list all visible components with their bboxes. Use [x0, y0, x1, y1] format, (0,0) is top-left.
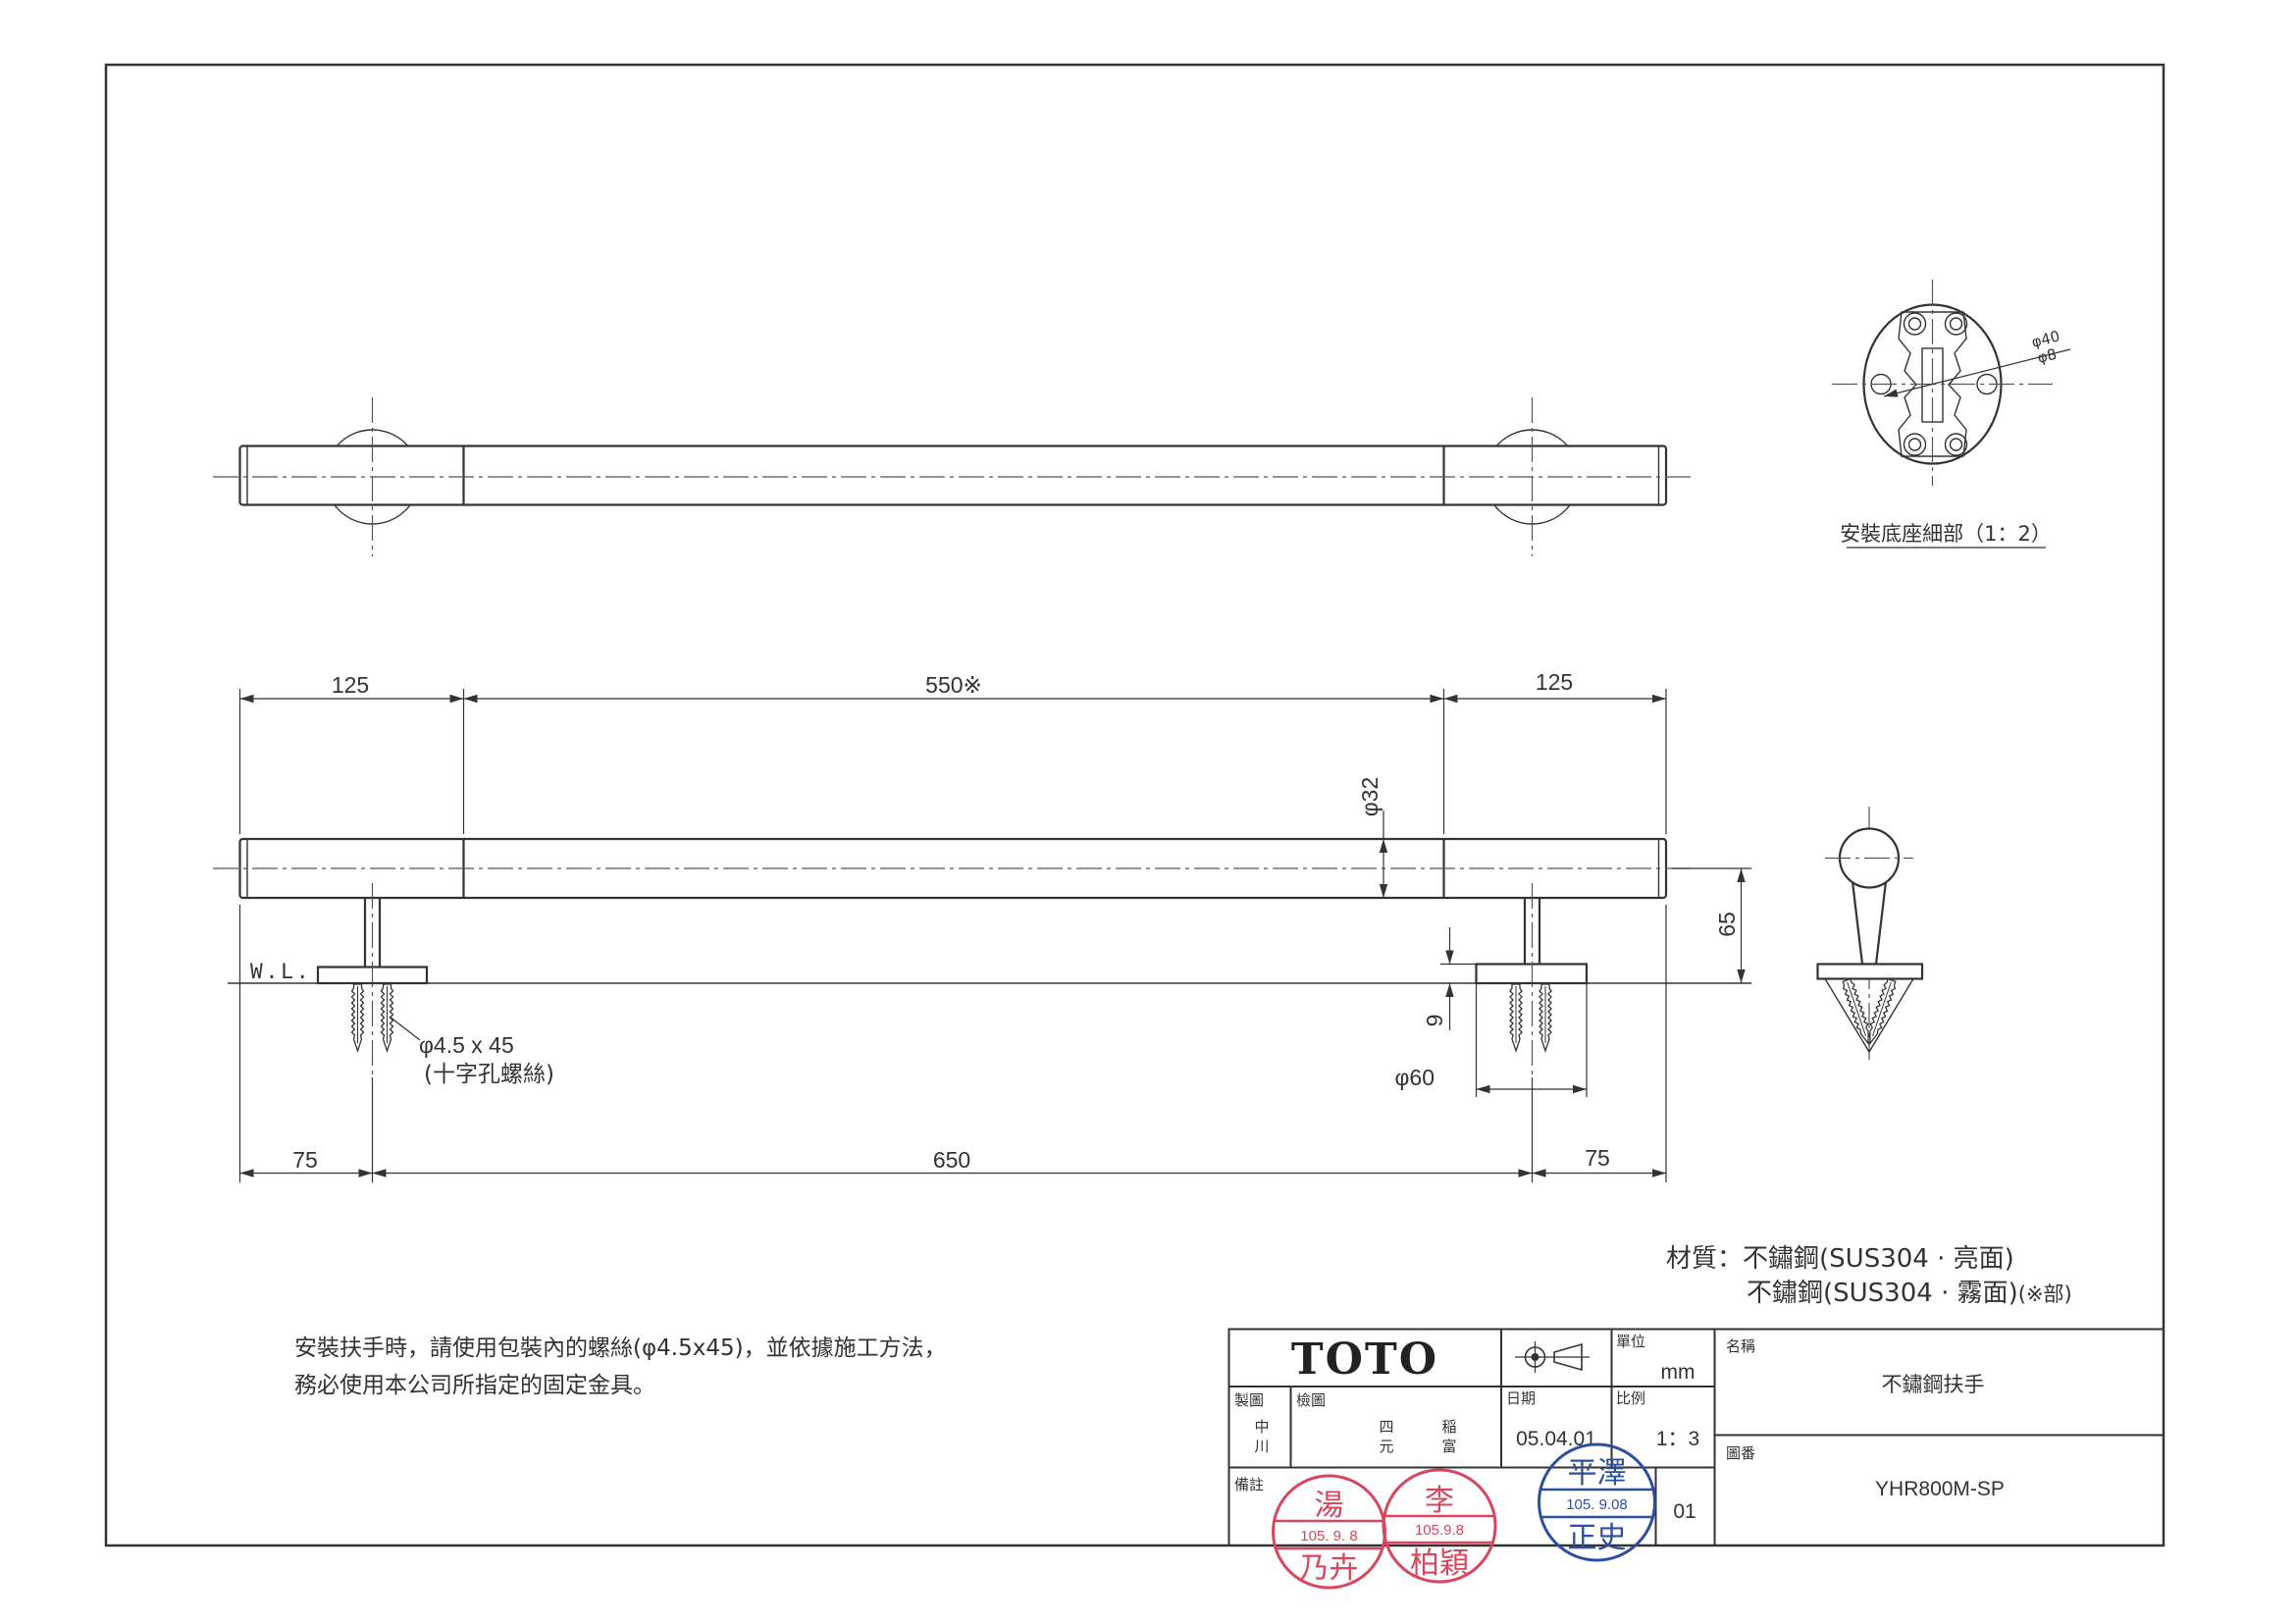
dim-bottom-left: 75 [292, 1147, 318, 1173]
front-view: W.L. 125 550※ 125 φ32 65 9 φ60 φ4.5 x 45 [213, 669, 1751, 1182]
projection-symbol-icon [1515, 1341, 1590, 1373]
diameter-leader [1883, 348, 2071, 397]
stamp-given-name: 柏穎 [1410, 1546, 1469, 1581]
approval-stamp-3: 平澤 105. 9.08 正史 [1538, 1442, 1656, 1562]
dim-bottom-middle: 650 [933, 1147, 970, 1173]
dim-top-middle: 550※ [925, 672, 982, 698]
material-primary: 不鏽鋼(SUS304 · 亮面) [1743, 1244, 2014, 1274]
checked-by-a-1: 四 [1379, 1418, 1393, 1436]
revision-number: 01 [1673, 1500, 1696, 1523]
material-line-1: 材質：不鏽鋼(SUS304 · 亮面) [1666, 1244, 2014, 1274]
stamp-surname: 李 [1425, 1484, 1454, 1518]
remarks-label: 備註 [1234, 1476, 1264, 1493]
hole-tr [1949, 317, 1963, 331]
projection-circle-inner [1531, 1353, 1539, 1361]
checked-by-a-2: 元 [1379, 1438, 1393, 1455]
drawing-number: YHR800M-SP [1875, 1478, 2005, 1500]
height-label: 65 [1714, 912, 1740, 937]
brand-logo: TOTO [1291, 1335, 1438, 1385]
approval-stamp-2: 李 105.9.8 柏穎 [1382, 1468, 1497, 1584]
bar-diameter-label: φ32 [1357, 777, 1383, 817]
stamp-ring [1382, 1468, 1497, 1584]
side-view [1816, 807, 1924, 1060]
hole-ring-tr [1944, 312, 1968, 336]
unit-label: 單位 [1616, 1333, 1645, 1350]
hole-ring-tl [1903, 312, 1927, 336]
top-view [213, 397, 1693, 556]
hole-br [1949, 438, 1963, 451]
stamp-date: 105.9.8 [1415, 1522, 1464, 1539]
hole-ring-br [1944, 433, 1968, 456]
checked-by-b-2: 富 [1441, 1438, 1456, 1455]
scale-value: 1：3 [1656, 1428, 1699, 1450]
dim-top-left: 125 [332, 672, 369, 698]
side-plate [1816, 963, 1924, 980]
dim-bottom-right: 75 [1585, 1145, 1610, 1171]
dim-top-right: 125 [1536, 669, 1573, 695]
date-value: 05.04.01 [1516, 1428, 1596, 1450]
name-label: 名稱 [1726, 1337, 1755, 1355]
drawn-label: 製圖 [1234, 1391, 1264, 1409]
hole-tl [1907, 317, 1922, 331]
drawn-by-1: 中 [1254, 1418, 1269, 1436]
material-line-2: 不鏽鋼(SUS304 · 霧面)(※部) [1747, 1279, 2072, 1308]
material-label: 材質： [1666, 1244, 1743, 1274]
drawing-number-label: 圖番 [1726, 1444, 1755, 1462]
side-anchor-v [1823, 977, 1915, 1054]
stamp-surname: 平澤 [1568, 1456, 1627, 1491]
base-detail-caption: 安裝底座細部（1：2） [1840, 522, 2052, 546]
stamp-ring [1538, 1442, 1656, 1562]
drawing-frame [104, 63, 2166, 1547]
base-detail: φ40 φ8 安裝底座細部（1：2） [1832, 280, 2071, 549]
installation-note-line-1: 安裝扶手時，請使用包裝內的螺絲(φ4.5x45)，並依據施工方法， [294, 1335, 947, 1361]
water-line-label: W.L. [250, 960, 312, 983]
handrail-bar [238, 445, 1668, 506]
checked-by-b-1: 稲 [1441, 1418, 1456, 1436]
plate-right [1475, 963, 1589, 985]
unit-value: mm [1661, 1361, 1696, 1384]
screw-size-label: φ4.5 x 45 [419, 1032, 514, 1058]
product-name: 不鏽鋼扶手 [1882, 1374, 1985, 1396]
projection-circle [1524, 1346, 1546, 1368]
material-secondary-note: (※部) [2018, 1283, 2072, 1306]
stamp-surname: 湯 [1315, 1489, 1344, 1523]
plate-thickness-label: 9 [1422, 1015, 1447, 1027]
title-block: TOTO 單位 mm 名稱 不鏽鋼扶手 製圖 中 川 檢圖 四 元 稲 富 日期… [1227, 1328, 2165, 1546]
screw-type-label: (十字孔螺絲) [424, 1062, 554, 1087]
approval-stamp-1: 湯 105. 9. 8 乃卉 [1272, 1474, 1386, 1590]
title-block-frame [1227, 1328, 2165, 1546]
hole-diameter-label: φ8 [2036, 345, 2059, 367]
material-secondary: 不鏽鋼(SUS304 · 霧面) [1747, 1279, 2018, 1308]
installation-note-line-2: 務必使用本公司所指定的固定金具。 [294, 1373, 655, 1398]
base-bracket [1898, 311, 1967, 457]
screw-leader [389, 1016, 421, 1041]
stamp-date: 105. 9.08 [1566, 1496, 1628, 1513]
stamp-given-name: 正史 [1568, 1521, 1627, 1555]
date-label: 日期 [1506, 1389, 1536, 1407]
hole-ring-bl [1903, 433, 1927, 456]
hole-bl [1907, 438, 1922, 451]
scale-label: 比例 [1616, 1389, 1645, 1407]
stamp-date: 105. 9. 8 [1300, 1528, 1357, 1544]
base-diameter-label: φ60 [1395, 1065, 1435, 1090]
stamp-given-name: 乃卉 [1300, 1551, 1359, 1586]
checked-label: 檢圖 [1296, 1391, 1326, 1409]
drawn-by-2: 川 [1254, 1438, 1269, 1455]
projection-cone [1553, 1342, 1583, 1372]
